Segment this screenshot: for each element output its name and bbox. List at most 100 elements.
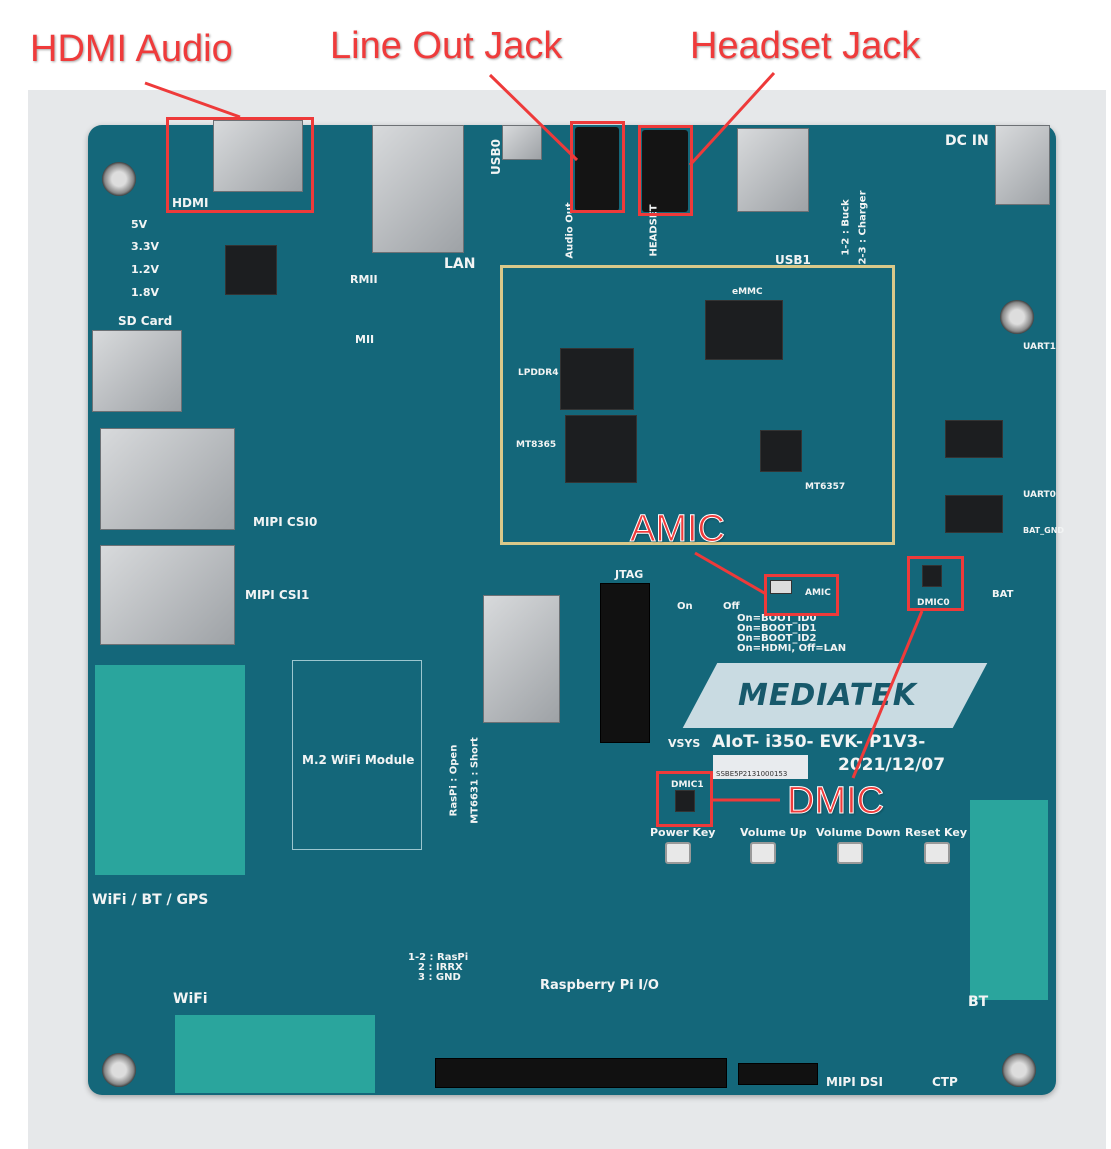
mipi-dsi-connector [738, 1063, 818, 1085]
dc-in-connector [995, 125, 1050, 205]
soc-shield-frame [500, 265, 895, 545]
label-dmic0: DMIC0 [917, 598, 950, 608]
label-amic: AMIC [805, 588, 831, 598]
screw-bottom-left [102, 1053, 136, 1087]
dmic0-box [907, 556, 964, 611]
csi0-connector [100, 428, 235, 530]
wifi-shield [483, 595, 560, 723]
wifi-antenna [175, 1015, 375, 1093]
label-5v: 5V [131, 218, 148, 231]
callout-hdmi-audio: HDMI Audio [30, 28, 233, 70]
m2-wifi-slot [292, 660, 422, 850]
label-jp-irrx: 2 : IRRX [418, 962, 463, 973]
label-sd-card: SD Card [118, 314, 173, 328]
label-csi0: MIPI CSI0 [253, 515, 318, 529]
mt6357-pmic [760, 430, 802, 472]
label-csi1: MIPI CSI1 [245, 588, 310, 602]
label-volume-up: Volume Up [740, 826, 807, 839]
line-out-jack [575, 127, 619, 211]
amic-box [764, 574, 839, 616]
label-emmc: eMMC [732, 287, 763, 297]
mt8365-soc [565, 415, 637, 483]
volume-up-button[interactable] [750, 842, 776, 864]
lpddr4-chip [560, 348, 634, 410]
label-hdmi-lan: On=HDMI, Off=LAN [737, 643, 847, 654]
label-bat-gnd: BAT_GND [1023, 526, 1065, 535]
label-lpddr4: LPDDR4 [518, 368, 559, 378]
label-boot-id0: On=BOOT_ID0 [737, 613, 817, 624]
usb0-connector [502, 125, 542, 160]
headset-box [638, 125, 693, 216]
callout-headset-jack: Headset Jack [690, 25, 921, 67]
hdmi-audio-leader [144, 81, 241, 119]
power-key-button[interactable] [665, 842, 691, 864]
line-out-leader [488, 73, 579, 162]
label-1v2: 1.2V [131, 263, 159, 276]
dmic0-component [922, 565, 942, 587]
label-wifi: WiFi [173, 991, 208, 1007]
label-mt8365: MT8365 [516, 440, 557, 450]
label-3v3: 3.3V [131, 240, 159, 253]
label-off: Off [723, 601, 740, 612]
label-on: On [677, 601, 693, 612]
label-raspberry-pi-io: Raspberry Pi I/O [540, 978, 659, 993]
label-vsys: VSYS [668, 737, 701, 750]
label-date: 2021/12/07 [838, 755, 946, 775]
wifi-bt-gps-antenna [95, 665, 245, 875]
screw-top-left [102, 162, 136, 196]
screw-bottom-right [1002, 1053, 1036, 1087]
reset-key-button[interactable] [924, 842, 950, 864]
headset-jack [642, 130, 688, 212]
hdmi-audio-box [166, 117, 314, 213]
label-reset-key: Reset Key [905, 826, 967, 839]
volume-down-button[interactable] [837, 842, 863, 864]
serial-label [713, 755, 808, 779]
label-mii: MII [355, 333, 375, 346]
bt-antenna [970, 800, 1048, 1000]
label-m2-wifi: M.2 WiFi Module [302, 753, 415, 767]
hdmi-connector [213, 120, 303, 192]
ftdi-chip-2 [945, 495, 1003, 533]
label-serial: SSBE5P2131000153 [716, 770, 788, 778]
label-jp-gnd: 3 : GND [418, 972, 461, 983]
raspberry-pi-header [435, 1058, 727, 1088]
usb1-connector [737, 128, 809, 212]
callout-amic: AMIC [630, 508, 726, 551]
line-out-box [570, 121, 625, 213]
callout-dmic: DMIC [786, 780, 885, 823]
label-hdmi: HDMI [172, 196, 209, 210]
label-1v8: 1.8V [131, 286, 159, 299]
dmic0-leader [851, 610, 924, 779]
dmic1-component [675, 790, 695, 812]
lan-connector [372, 125, 464, 253]
label-volume-down: Volume Down [816, 826, 901, 839]
label-mt6357: MT6357 [805, 482, 846, 492]
label-uart1: UART1 [1023, 342, 1056, 352]
emmc-chip [705, 300, 783, 360]
csi1-connector [100, 545, 235, 645]
dmic1-box [656, 771, 713, 827]
label-bt: BT [968, 994, 989, 1010]
label-dmic1: DMIC1 [671, 780, 704, 790]
label-ctp: CTP [932, 1075, 958, 1089]
label-model: AIoT- i350- EVK- P1V3- [712, 732, 926, 752]
label-dc-in: DC IN [945, 133, 989, 149]
headset-leader [688, 71, 776, 167]
label-rmii: RMII [350, 273, 378, 286]
label-power-key: Power Key [650, 826, 716, 839]
amic-component [770, 580, 792, 594]
label-lan: LAN [444, 256, 476, 272]
label-bat: BAT [992, 589, 1014, 600]
hdmi-chip [225, 245, 277, 295]
label-mipi-dsi: MIPI DSI [826, 1075, 883, 1089]
label-usb1: USB1 [775, 253, 811, 267]
label-jp-raspi: 1-2 : RasPi [408, 952, 469, 963]
jtag-header [600, 583, 650, 743]
label-wifi-bt-gps: WiFi / BT / GPS [92, 892, 209, 908]
sd-card-slot [92, 330, 182, 412]
screw-top-right [1000, 300, 1034, 334]
label-uart0: UART0 [1023, 490, 1056, 500]
amic-leader [694, 551, 767, 596]
label-boot-id1: On=BOOT_ID1 [737, 623, 817, 634]
